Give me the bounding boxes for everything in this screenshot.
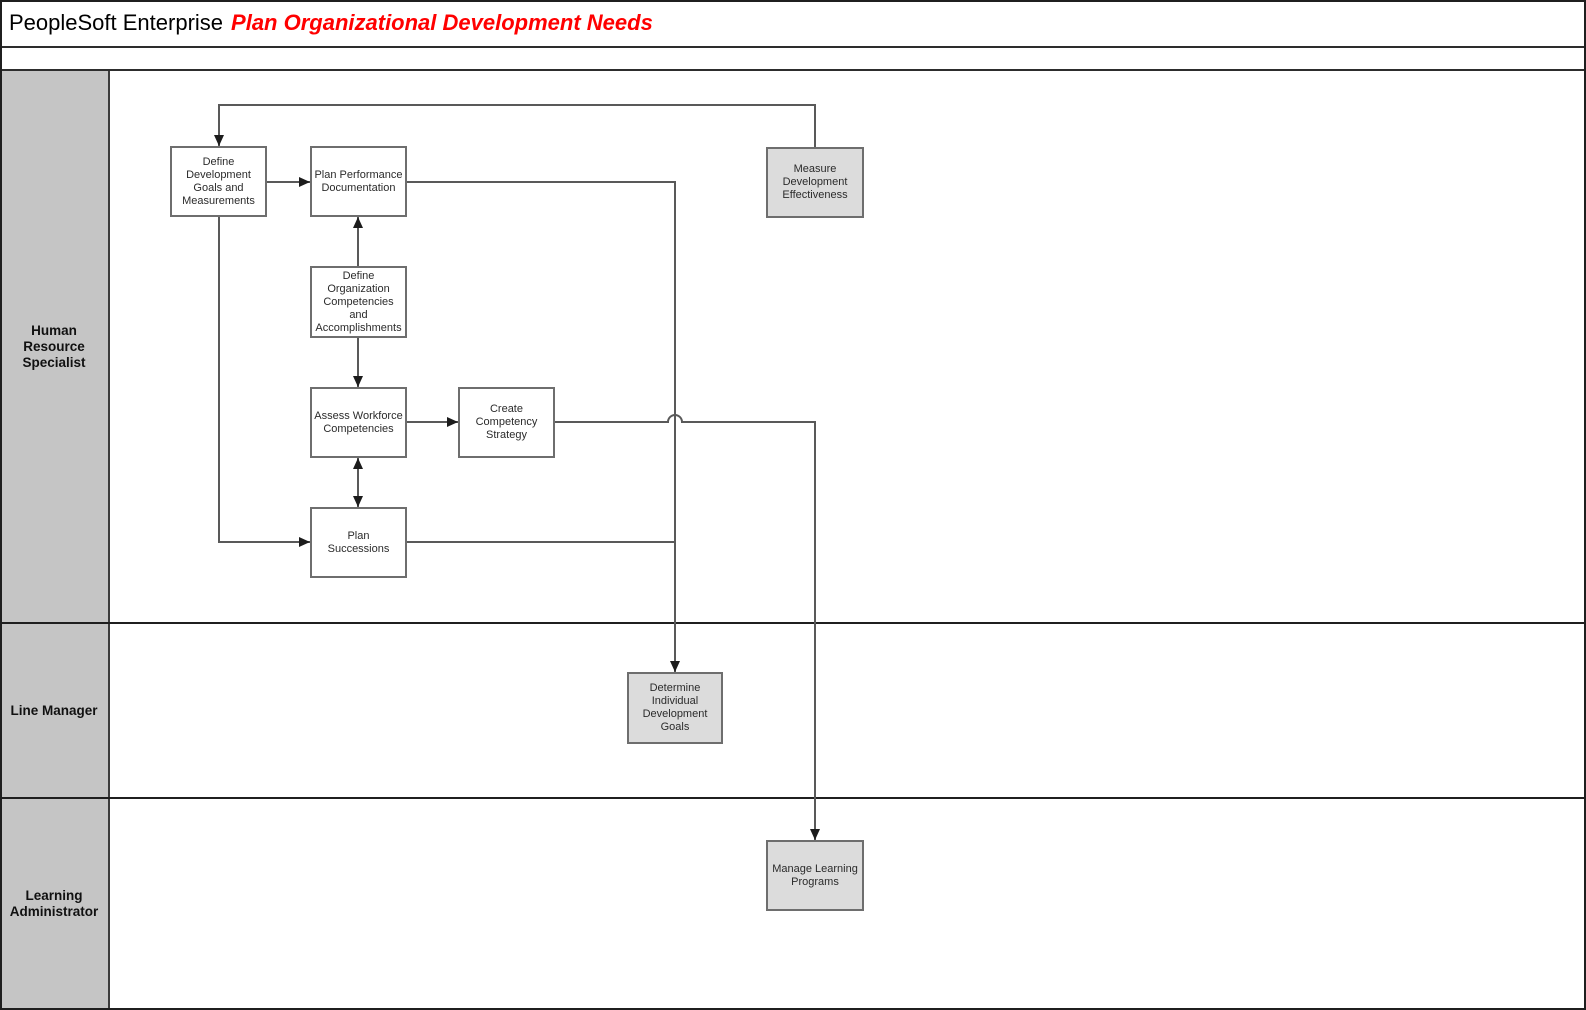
edge-define_dev_goals-to-plan_successions [218,217,310,547]
node-plan_perf_doc: Plan Performance Documentation [310,146,407,217]
node-label: Assess Workforce Competencies [314,409,403,435]
node-label: Measure Development Effectiveness [782,163,848,201]
node-label: Determine Individual Development Goals [642,682,708,733]
node-label: Plan Performance Documentation [314,168,403,194]
page-title-product: PeopleSoft Enterprise [9,10,224,35]
node-define_dev_goals: Define Development Goals and Measurement… [170,146,267,217]
node-label: Define Development Goals and Measurement… [182,155,255,207]
lane-label: Human Resource Specialist [22,322,86,370]
lane-label: Line Manager [10,702,98,718]
lane-header-line-manager: Line Manager [0,624,110,797]
title-bar: PeopleSoft Enterprise Plan Organizationa… [0,0,1586,48]
node-manage_learning: Manage Learning Programs [766,840,864,911]
page-title-process: Plan Organizational Development Needs [231,10,653,35]
node-assess_workforce: Assess Workforce Competencies [310,387,407,458]
node-plan_successions: Plan Successions [310,507,407,578]
node-determine_ind_goals: Determine Individual Development Goals [627,672,723,744]
node-label: Create Competency Strategy [475,403,538,441]
lane-learning-admin: Learning Administrator [0,799,1586,1008]
node-label: Manage Learning Programs [772,862,858,888]
subtitle-bar [0,48,1586,71]
edge-measure_dev_eff-to-define_dev_goals [214,104,816,147]
lane-header-learning-admin: Learning Administrator [0,799,110,1008]
node-label: Define Organization Competencies and Acc… [315,269,402,334]
node-define_org_comp: Define Organization Competencies and Acc… [310,266,407,338]
edge-plan_perf_doc-to-determine_ind_goals [407,181,680,672]
lane-line-manager: Line Manager [0,624,1586,799]
node-measure_dev_eff: Measure Development Effectiveness [766,147,864,218]
node-create_comp_strategy: Create Competency Strategy [458,387,555,458]
edge-create_comp_strategy-to-manage_learning [555,414,820,840]
node-label: Plan Successions [327,529,390,555]
lane-label: Learning Administrator [9,887,99,919]
lane-header-hr-specialist: Human Resource Specialist [0,71,110,622]
